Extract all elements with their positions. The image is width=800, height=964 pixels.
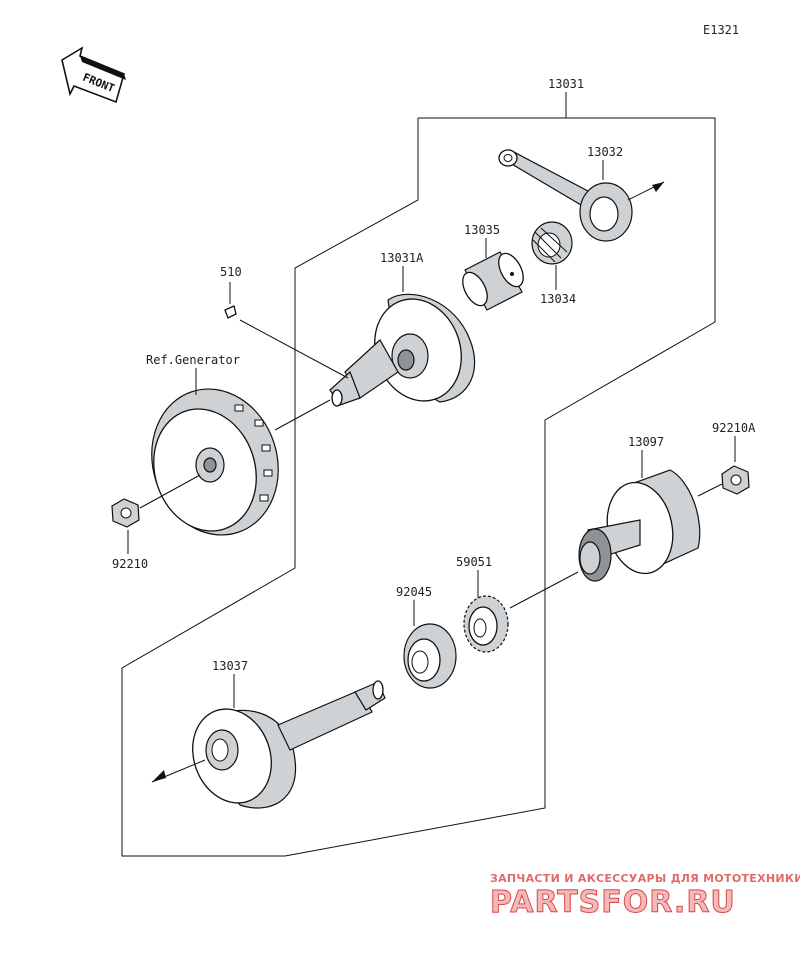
crankshaft-right bbox=[151, 680, 386, 809]
needle-bearing bbox=[531, 221, 573, 265]
gear-59051 bbox=[463, 595, 509, 653]
assembly-frame bbox=[121, 117, 716, 857]
label-13097: 13097 bbox=[628, 435, 664, 449]
label-510: 510 bbox=[220, 265, 242, 279]
label-ref-generator: Ref.Generator bbox=[146, 353, 240, 367]
diagram-code: E1321 bbox=[703, 23, 739, 37]
generator-rotor bbox=[151, 388, 279, 536]
label-13031A: 13031A bbox=[380, 251, 424, 265]
woodruff-key bbox=[224, 305, 237, 319]
label-92210A: 92210A bbox=[712, 421, 756, 435]
label-92210: 92210 bbox=[112, 557, 148, 571]
ball-bearing bbox=[403, 623, 457, 689]
label-59051: 59051 bbox=[456, 555, 492, 569]
label-13032: 13032 bbox=[587, 145, 623, 159]
nut-92210 bbox=[111, 498, 140, 528]
connecting-rod bbox=[498, 149, 665, 242]
label-13031: 13031 bbox=[548, 77, 584, 91]
label-13035: 13035 bbox=[464, 223, 500, 237]
label-13037: 13037 bbox=[212, 659, 248, 673]
label-92045: 92045 bbox=[396, 585, 432, 599]
front-arrow-icon: FRONT bbox=[61, 46, 126, 104]
crankshaft-left bbox=[329, 293, 476, 407]
watermark-brand: PARTSFOR.RU bbox=[490, 885, 736, 920]
watermark-tagline: ЗАПЧАСТИ И АКСЕССУАРЫ ДЛЯ МОТОТЕХНИКИ bbox=[490, 872, 800, 885]
label-13034: 13034 bbox=[540, 292, 576, 306]
nut-92210A bbox=[721, 465, 750, 495]
balancer-shaft bbox=[578, 469, 701, 582]
crank-pin bbox=[462, 251, 524, 311]
